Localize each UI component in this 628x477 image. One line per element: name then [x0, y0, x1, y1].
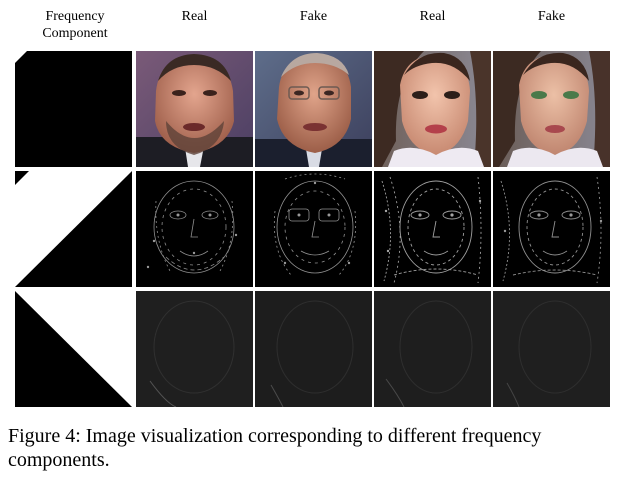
face-image-real-1-low [136, 51, 253, 167]
middle-freq-image-fake-1 [255, 171, 372, 287]
freq-mask-middle [15, 171, 132, 287]
high-freq-image-fake-2 [493, 291, 610, 407]
freq-mask-low [15, 51, 132, 167]
header-col-1: Real [181, 9, 208, 24]
header-col-2: Fake [299, 9, 328, 24]
high-freq-image-real-2 [374, 291, 491, 407]
header-col-4: Fake [537, 9, 566, 24]
high-freq-image-real-1 [136, 291, 253, 407]
face-image-fake-2-low [493, 51, 610, 167]
middle-freq-image-real-2 [374, 171, 491, 287]
freq-mask-high [15, 291, 132, 407]
face-image-fake-1-low [255, 51, 372, 167]
middle-freq-image-fake-2 [493, 171, 610, 287]
header-frequency-component: Frequency Component [42, 9, 108, 41]
middle-freq-image-real-1 [136, 171, 253, 287]
figure-caption: Figure 4: Image visualization correspond… [8, 425, 542, 471]
header-col-3: Real [419, 9, 446, 24]
high-freq-image-fake-1 [255, 291, 372, 407]
face-image-real-2-low [374, 51, 491, 167]
